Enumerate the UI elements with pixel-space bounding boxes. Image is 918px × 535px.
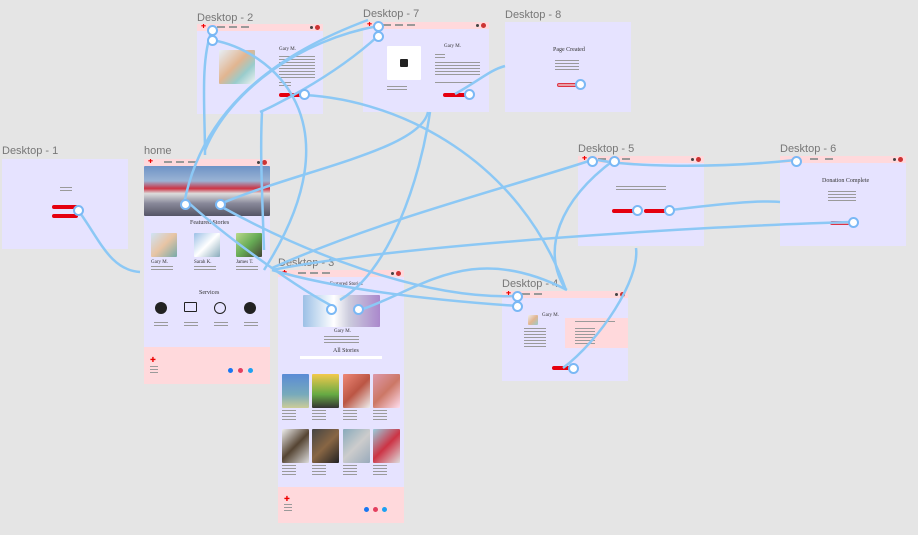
page-title: Donation Complete xyxy=(822,178,870,184)
hero-image xyxy=(144,166,270,216)
frame-desktop-5[interactable]: ✚ xyxy=(578,156,704,246)
frame-label-desktop-1[interactable]: Desktop - 1 xyxy=(2,145,59,157)
story-photo[interactable] xyxy=(373,429,400,463)
connection-handle[interactable] xyxy=(215,199,226,210)
connection-handle[interactable] xyxy=(632,205,643,216)
profile-name: Gary M. xyxy=(151,260,168,265)
frame-label-desktop-7[interactable]: Desktop - 7 xyxy=(363,8,420,20)
connection-handle[interactable] xyxy=(568,363,579,374)
profile-name: Gary M. xyxy=(279,47,296,52)
frame-label-desktop-5[interactable]: Desktop - 5 xyxy=(578,143,635,155)
story-photo[interactable] xyxy=(312,429,339,463)
frame-desktop-6[interactable]: Donation Complete xyxy=(780,156,906,246)
connection-handle[interactable] xyxy=(299,89,310,100)
featured-title: Featured Stories xyxy=(190,220,230,226)
connection-handle[interactable] xyxy=(587,156,598,167)
frame-label-desktop-3[interactable]: Desktop - 3 xyxy=(278,257,335,269)
connection-handle[interactable] xyxy=(848,217,859,228)
camera-icon xyxy=(400,59,408,67)
frame-desktop-1[interactable] xyxy=(2,159,128,249)
story-photo[interactable] xyxy=(312,374,339,408)
frame-label-home[interactable]: home xyxy=(144,145,172,157)
facebook-icon[interactable] xyxy=(364,507,369,512)
profile-photo[interactable] xyxy=(151,233,177,257)
instagram-icon[interactable] xyxy=(238,368,243,373)
connection-handle[interactable] xyxy=(609,156,620,167)
connection-handle[interactable] xyxy=(791,156,802,167)
connection-handle[interactable] xyxy=(73,205,84,216)
facebook-icon[interactable] xyxy=(228,368,233,373)
featured-title: Featured Stories xyxy=(330,282,363,287)
connection-handle[interactable] xyxy=(512,301,523,312)
story-photo[interactable] xyxy=(282,429,309,463)
computer-icon xyxy=(184,302,197,312)
twitter-icon[interactable] xyxy=(248,368,253,373)
connection-handle[interactable] xyxy=(664,205,675,216)
connection-handle[interactable] xyxy=(353,304,364,315)
donation-panel[interactable] xyxy=(565,318,628,348)
frame-label-desktop-4[interactable]: Desktop - 4 xyxy=(502,278,559,290)
story-photo[interactable] xyxy=(343,374,370,408)
profile-name: James T. xyxy=(236,260,254,265)
frame-label-desktop-2[interactable]: Desktop - 2 xyxy=(197,12,254,24)
frame-label-desktop-8[interactable]: Desktop - 8 xyxy=(505,9,562,21)
frame-desktop-8[interactable]: Page Created xyxy=(505,22,631,112)
frame-home[interactable]: ✚ Featured Stories Gary M. Sarah K. Jame… xyxy=(144,159,270,384)
story-photo[interactable] xyxy=(373,374,400,408)
connection-handle[interactable] xyxy=(326,304,337,315)
lock-icon xyxy=(214,302,226,314)
profile-name: Sarah K. xyxy=(194,260,212,265)
profile-name: Gary M. xyxy=(334,329,351,334)
services-title: Services xyxy=(199,290,220,296)
profile-name: Gary M. xyxy=(542,313,559,318)
profile-photo xyxy=(219,50,255,84)
globe-icon xyxy=(155,302,167,314)
instagram-icon[interactable] xyxy=(373,507,378,512)
page-title: Page Created xyxy=(553,47,585,53)
profile-photo xyxy=(528,315,538,325)
frame-desktop-3[interactable]: ✚ Featured Stories Gary M. All Stories ✚ xyxy=(278,270,404,523)
profile-photo[interactable] xyxy=(194,233,220,257)
connection-handle[interactable] xyxy=(373,31,384,42)
twitter-icon[interactable] xyxy=(382,507,387,512)
connection-handle[interactable] xyxy=(464,89,475,100)
connection-handle[interactable] xyxy=(575,79,586,90)
story-photo[interactable] xyxy=(282,374,309,408)
frame-label-desktop-6[interactable]: Desktop - 6 xyxy=(780,143,837,155)
featured-photo[interactable] xyxy=(303,295,380,327)
search-input[interactable] xyxy=(300,356,382,359)
gear-icon xyxy=(244,302,256,314)
connection-handle[interactable] xyxy=(180,199,191,210)
story-photo[interactable] xyxy=(343,429,370,463)
name-field[interactable]: Gary M. xyxy=(444,44,461,49)
profile-photo[interactable] xyxy=(236,233,262,257)
all-stories-title: All Stories xyxy=(333,348,359,354)
connection-handle[interactable] xyxy=(207,35,218,46)
